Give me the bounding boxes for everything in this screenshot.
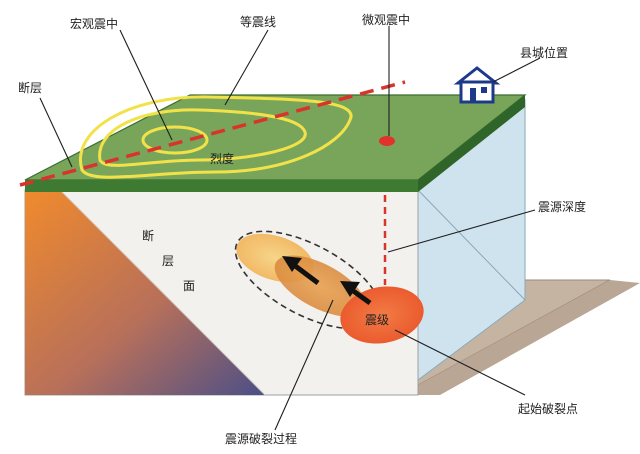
label-fault-plane-2: 层 (162, 254, 174, 268)
leader-isoseismal (224, 29, 269, 106)
label-initial-rupture: 起始破裂点 (518, 401, 578, 416)
fault-line (19, 80, 406, 187)
isoseismal-middle (98, 108, 307, 167)
arrow-icon (282, 256, 372, 306)
leader-focal-depth (387, 209, 536, 253)
label-fault-plane-3: 面 (183, 279, 195, 293)
leader-rupture-process (274, 299, 334, 431)
watermark-text: 头条 @悟空问答 (523, 434, 611, 449)
label-fault: 断层 (18, 80, 42, 95)
cube-edge (59, 189, 266, 396)
leader-fault (39, 97, 73, 168)
watermark: 头条 @悟空问答 (523, 434, 611, 449)
label-county-location: 县城位置 (520, 45, 568, 60)
leader-lines (39, 26, 541, 431)
isoseismal-outer (79, 95, 353, 179)
house-icon (453, 66, 501, 104)
label-fault-plane-1: 断 (142, 228, 154, 243)
leader-initial-rupture (394, 329, 526, 396)
isoseismal-inner (141, 125, 209, 155)
label-focal-depth: 震源深度 (538, 199, 586, 214)
rupture-area-inner (274, 255, 366, 317)
ground-plane-shadow (400, 280, 640, 395)
micro-epicenter-dot (379, 136, 395, 146)
initial-rupture-area (340, 286, 424, 344)
surface-front-edge (25, 180, 418, 192)
label-micro-epicenter: 微观震中 (362, 12, 410, 27)
cube-edge (417, 189, 526, 301)
isoseismal-lines (79, 95, 353, 179)
label-intensity: 烈度 (210, 151, 234, 166)
label-isoseismal: 等震线 (240, 15, 276, 29)
label-hypocenter: 震级 (365, 313, 389, 327)
leader-macro-epicenter (119, 29, 173, 141)
footwall-wedge (25, 190, 265, 395)
label-rupture-process: 震源破裂过程 (225, 431, 297, 446)
leader-county (492, 57, 541, 83)
surface-right-edge (418, 95, 525, 192)
label-macro-epicenter: 宏观震中 (70, 16, 118, 31)
